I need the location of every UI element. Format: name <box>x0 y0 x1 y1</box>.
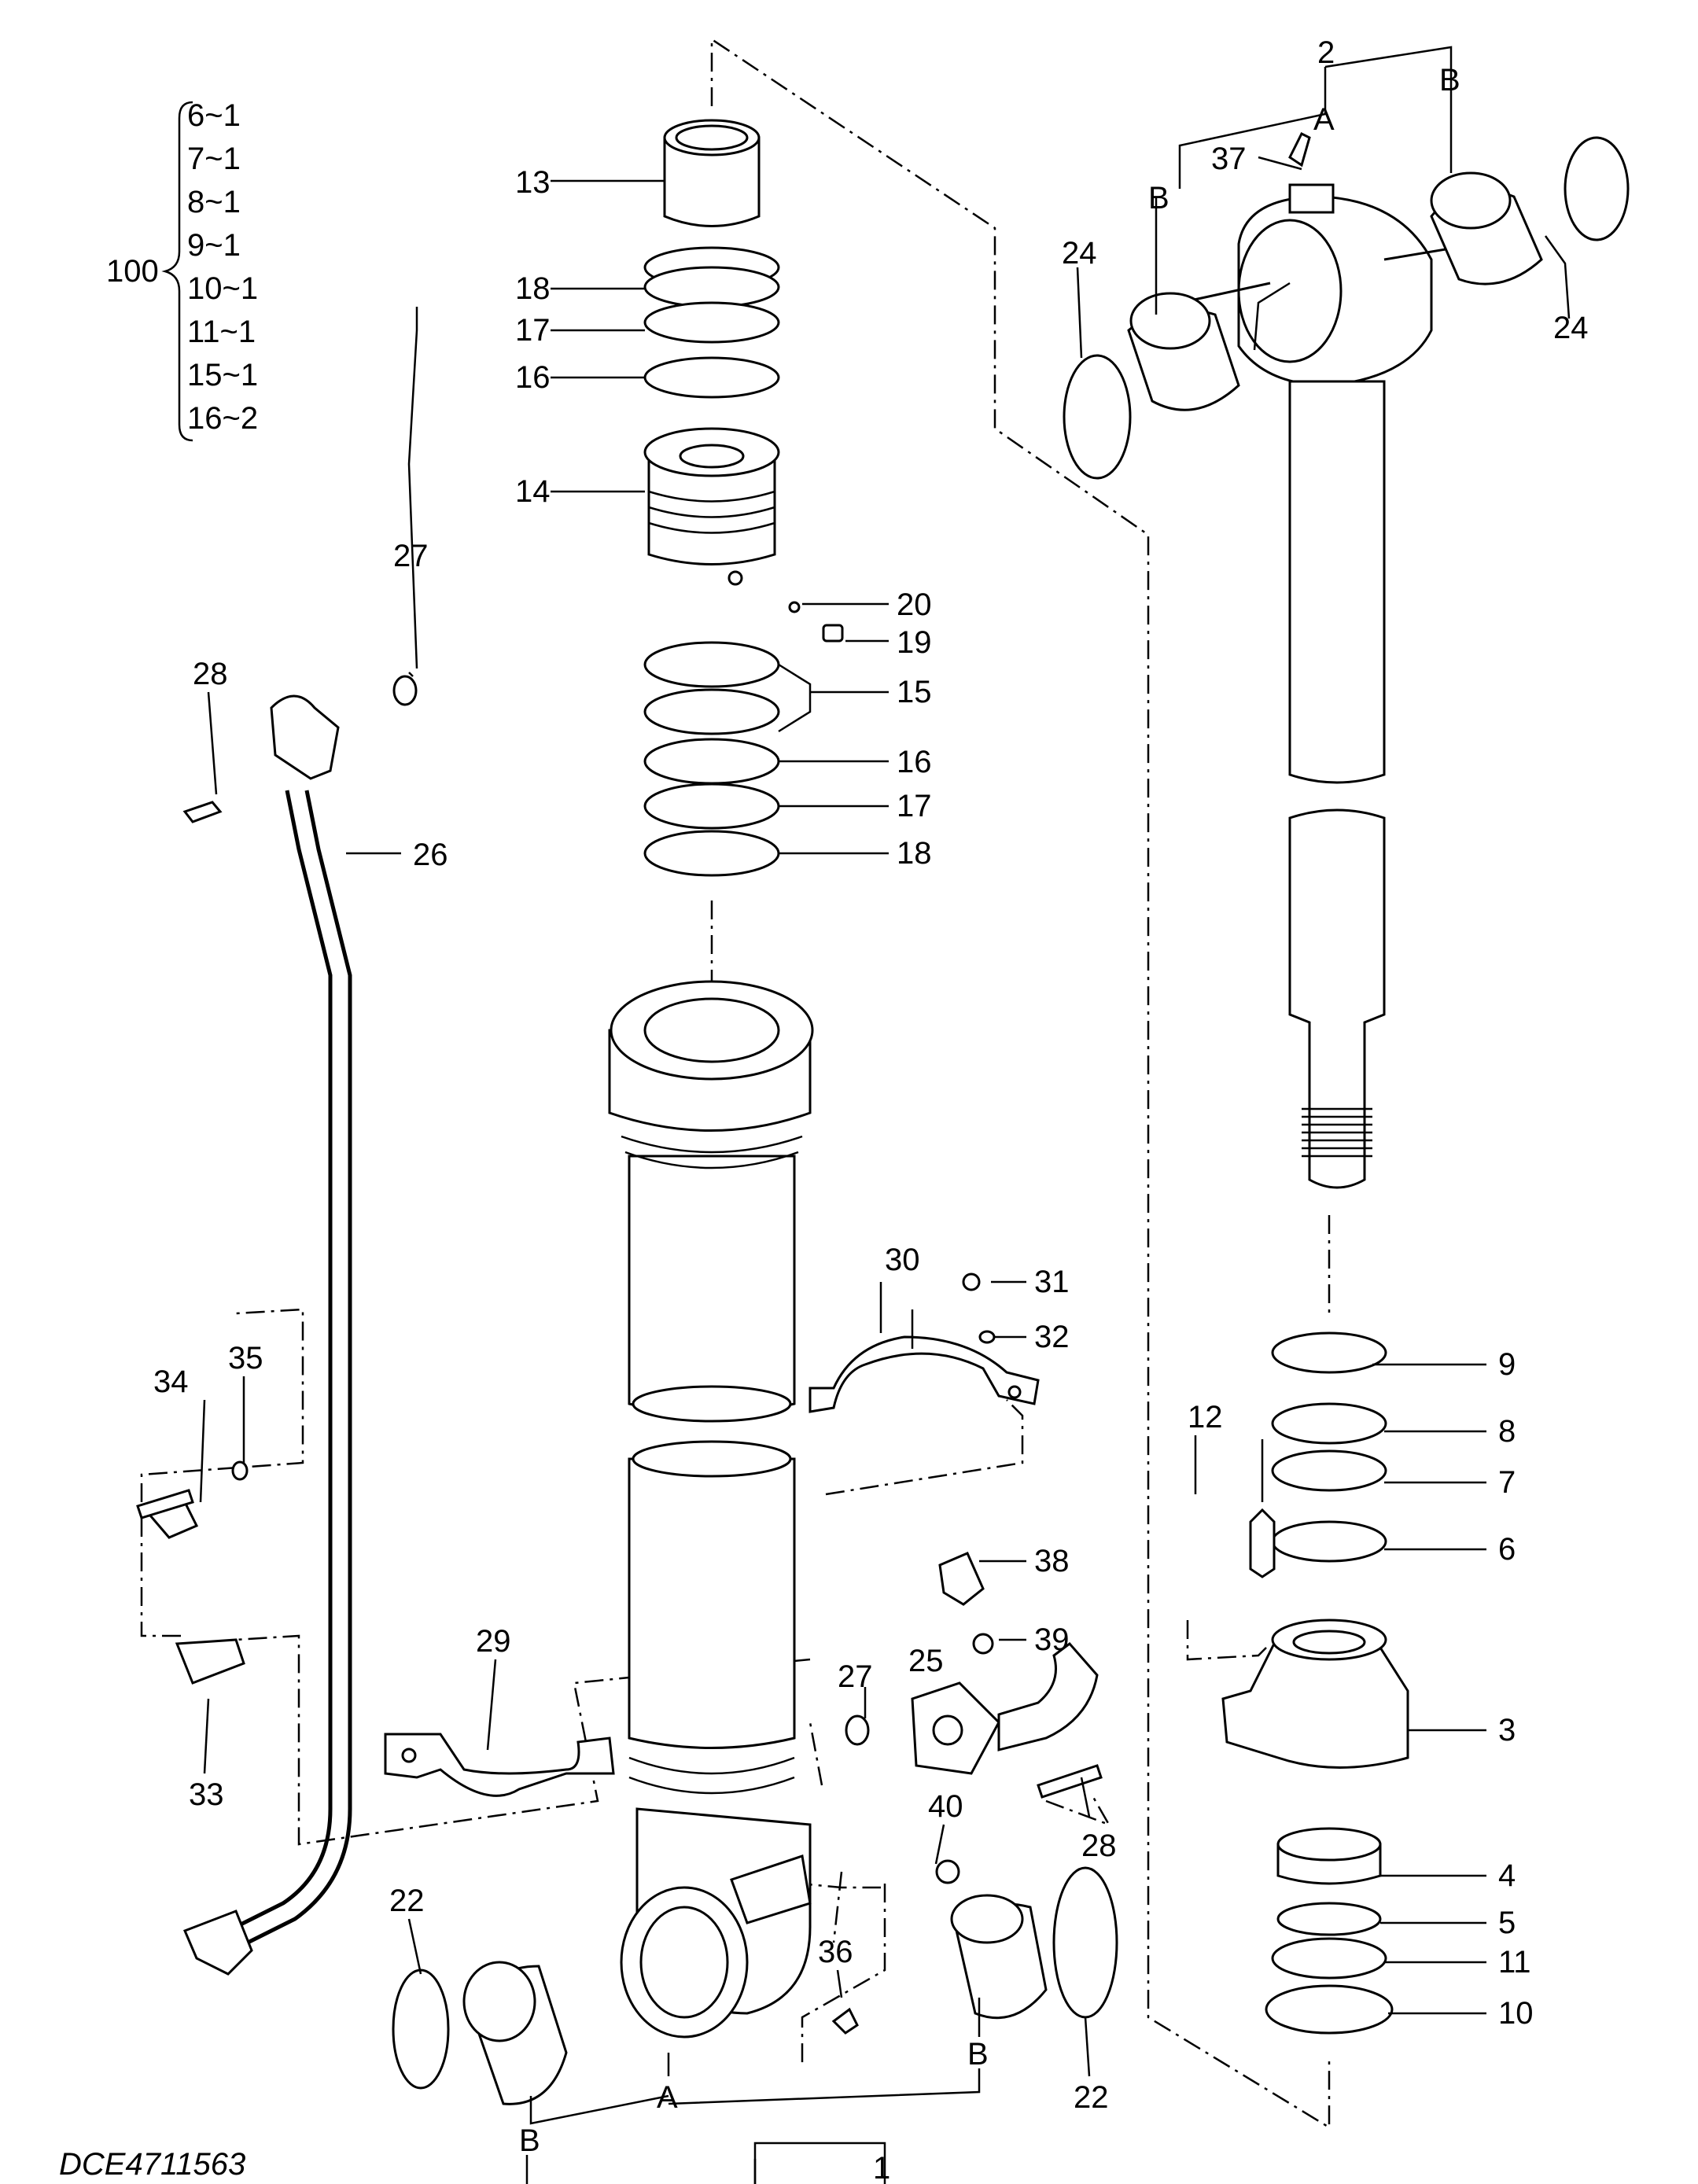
callout-36: 36 <box>818 1935 853 1969</box>
callout-28-upper: 28 <box>193 657 228 691</box>
fittings <box>136 675 1103 2035</box>
kit-item: 15~1 <box>187 358 258 392</box>
kit-item: 11~1 <box>187 315 256 349</box>
clamp-29 <box>384 1733 615 1797</box>
callout-11: 11 <box>1498 1945 1531 1980</box>
drawing-code: DCE4711563 <box>59 2147 245 2182</box>
callout-20: 20 <box>897 587 932 622</box>
kit-label: 100 <box>106 254 159 289</box>
callout-4: 4 <box>1498 1858 1516 1893</box>
rod-end-A: A <box>1313 102 1335 137</box>
callout-28-lower: 28 <box>1081 1829 1117 1863</box>
callout-29: 29 <box>476 1624 511 1659</box>
cylinder-tube <box>608 980 814 2039</box>
kit-item: 9~1 <box>187 228 241 263</box>
callout-5: 5 <box>1498 1906 1516 1940</box>
callout-27-lower: 27 <box>838 1659 873 1694</box>
rod-pin-bushings <box>1063 131 1630 480</box>
callout-3: 3 <box>1498 1713 1516 1748</box>
callout-1: 1 <box>873 2151 890 2184</box>
callout-2: 2 <box>1317 35 1335 70</box>
callout-32: 32 <box>1034 1320 1070 1354</box>
callout-12: 12 <box>1188 1400 1223 1435</box>
callout-30: 30 <box>885 1243 920 1277</box>
callout-18-lower: 18 <box>897 836 932 871</box>
kit-item: 8~1 <box>187 185 241 219</box>
callout-22-left: 22 <box>389 1884 425 1918</box>
plug-19-ball-20 <box>788 601 844 643</box>
kit-item: 16~2 <box>187 401 258 436</box>
rod-end-B-right: B <box>1439 63 1460 98</box>
bolt-31-washer-32 <box>962 1272 996 1344</box>
callout-33: 33 <box>189 1777 224 1812</box>
callout-22-right: 22 <box>1074 2080 1109 2115</box>
callout-26: 26 <box>413 838 448 872</box>
seal-set-upper <box>643 246 780 399</box>
kit-item: 7~1 <box>187 142 241 176</box>
callout-37: 37 <box>1211 142 1247 176</box>
clamp-30 <box>808 1335 1040 1413</box>
rod-end-B-left: B <box>1148 181 1169 215</box>
callout-31: 31 <box>1034 1265 1070 1299</box>
rod-seals-bottom <box>1265 1827 1394 2035</box>
callout-27-upper: 27 <box>393 539 429 573</box>
callout-25: 25 <box>908 1644 944 1678</box>
callout-7: 7 <box>1498 1465 1516 1500</box>
callout-10: 10 <box>1498 1996 1534 2031</box>
bushing-13 <box>663 119 761 227</box>
seal-kit-list: 100 6~1 7~1 8~1 9~1 10~1 11~1 15~1 16~2 <box>106 98 258 442</box>
callout-34: 34 <box>153 1365 189 1399</box>
callout-13: 13 <box>515 165 551 200</box>
callout-labels: 13 18 17 16 14 20 19 15 16 17 18 2 A B B… <box>59 35 1589 2184</box>
callout-18-upper: 18 <box>515 271 551 306</box>
callout-17-lower: 17 <box>897 789 932 823</box>
tube-end-B-left: B <box>519 2123 540 2158</box>
callout-6: 6 <box>1498 1532 1516 1567</box>
assembly-centerlines <box>140 37 1331 2130</box>
callout-38: 38 <box>1034 1544 1070 1578</box>
callout-19: 19 <box>897 625 932 660</box>
tube-end-A: A <box>657 2080 678 2115</box>
rod-cover-14 <box>643 427 780 586</box>
callout-14: 14 <box>515 474 551 509</box>
callout-24-right: 24 <box>1553 311 1589 345</box>
piston-rod <box>1179 183 1456 1189</box>
callout-16-lower: 16 <box>897 745 932 779</box>
kit-item: 10~1 <box>187 271 258 306</box>
kit-item: 6~1 <box>187 98 241 133</box>
callout-8: 8 <box>1498 1414 1516 1449</box>
callout-24-left: 24 <box>1062 236 1097 271</box>
callout-35: 35 <box>228 1341 263 1376</box>
callout-40: 40 <box>928 1789 963 1824</box>
callout-15: 15 <box>897 675 932 709</box>
tube-pin-bushings <box>392 1866 1118 2105</box>
callout-9: 9 <box>1498 1347 1516 1382</box>
callout-39: 39 <box>1034 1622 1070 1657</box>
leader-lines <box>199 46 1571 2184</box>
seal-set-lower <box>643 641 780 877</box>
callout-16-upper: 16 <box>515 360 551 395</box>
pipe-26 <box>182 694 352 1976</box>
callout-17-upper: 17 <box>515 313 551 348</box>
pipe-25 <box>845 1641 1099 1775</box>
tube-end-B-right: B <box>967 2037 989 2072</box>
rod-seals-right <box>1271 1331 1387 1563</box>
piston-3 <box>1221 1508 1409 1769</box>
